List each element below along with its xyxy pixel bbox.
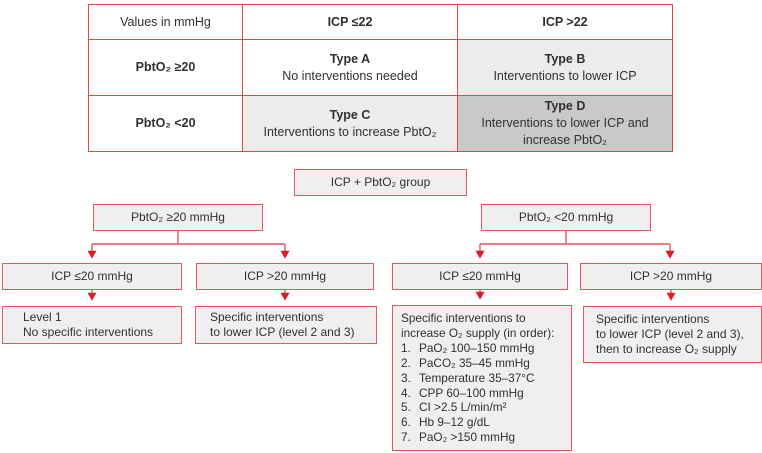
- outcome-a-line1: Level 1: [23, 310, 62, 324]
- item-number: 6.: [401, 415, 411, 430]
- outcome-a-line2: No specific interventions: [23, 325, 154, 339]
- item-text: PaCO₂ 35–45 mmHg: [419, 355, 530, 370]
- flow-branch-pbto2-lt20: PbtO₂ <20 mmHg: [481, 204, 651, 231]
- type-b-title: Type B: [544, 51, 586, 66]
- type-a-title: Type A: [329, 51, 371, 66]
- outcome-c-header2: increase O₂ supply (in order):: [401, 325, 555, 340]
- outcome-d-line1: Specific interventions: [596, 312, 710, 326]
- type-c-title: Type C: [329, 107, 371, 122]
- item-text: PaO₂ >150 mmHg: [419, 430, 516, 445]
- cell-type-b: Type B Interventions to lower ICP: [457, 39, 673, 96]
- outcome-d-line3: then to increase O₂ supply: [596, 342, 737, 356]
- flow-branch-pbto2-ge20: PbtO₂ ≥20 mmHg: [93, 204, 263, 231]
- item-number: 2.: [401, 355, 411, 370]
- outcome-level1-box: Level 1 No specific interventions: [2, 306, 182, 344]
- table-header-row: Values in mmHg ICP ≤22 ICP >22: [88, 4, 673, 40]
- table-header-icp-gt22: ICP >22: [457, 4, 673, 40]
- intervention-item: 3. Temperature 35–37°C: [401, 371, 535, 386]
- table-header-values: Values in mmHg: [88, 4, 243, 40]
- intervention-item: 7. PaO₂ >150 mmHg: [401, 430, 535, 445]
- type-b-desc: Interventions to lower ICP: [493, 68, 637, 83]
- item-number: 3.: [401, 370, 411, 385]
- outcome-lower-icp-box: Specific interventions to lower ICP (lev…: [195, 306, 377, 344]
- item-text: PaO₂ 100–150 mmHg: [419, 340, 535, 355]
- table-row-pbto2-lt20: PbtO₂ <20 Type C Interventions to increa…: [88, 95, 673, 152]
- outcome-b-line2: to lower ICP (level 2 and 3): [210, 325, 355, 339]
- item-text: CI >2.5 L/min/m²: [419, 400, 507, 415]
- intervention-item: 6. Hb 9–12 g/dL: [401, 415, 535, 430]
- row-label-pbto2-lt20: PbtO₂ <20: [88, 95, 243, 152]
- type-d-title: Type D: [544, 99, 586, 113]
- table-row-pbto2-ge20: PbtO₂ ≥20 Type A No interventions needed…: [88, 39, 673, 96]
- flow-node-icp-gt20-left: ICP >20 mmHg: [196, 263, 374, 290]
- outcome-b-line1: Specific interventions: [210, 310, 324, 324]
- type-c-desc: Interventions to increase PbtO₂: [263, 124, 437, 139]
- intervention-item: 4. CPP 60–100 mmHg: [401, 386, 535, 401]
- intervention-item: 2. PaCO₂ 35–45 mmHg: [401, 356, 535, 371]
- flow-node-icp-le20-left: ICP ≤20 mmHg: [2, 263, 182, 290]
- table-header-icp-le22: ICP ≤22: [242, 4, 458, 40]
- cell-type-c: Type C Interventions to increase PbtO₂: [242, 95, 458, 152]
- flow-node-icp-le20-right: ICP ≤20 mmHg: [392, 263, 568, 290]
- intervention-list: 1. PaO₂ 100–150 mmHg 2. PaCO₂ 35–45 mmHg…: [401, 341, 535, 445]
- flow-node-icp-gt20-right: ICP >20 mmHg: [580, 263, 762, 290]
- item-number: 7.: [401, 430, 411, 445]
- flow-root-box: ICP + PbtO₂ group: [294, 169, 467, 196]
- item-text: CPP 60–100 mmHg: [419, 385, 524, 400]
- item-number: 1.: [401, 340, 411, 355]
- cell-type-d: Type D Interventions to lower ICP and in…: [457, 95, 673, 152]
- item-text: Hb 9–12 g/dL: [419, 415, 490, 430]
- item-number: 5.: [401, 400, 411, 415]
- type-d-desc: Interventions to lower ICP and increase …: [481, 116, 649, 147]
- outcome-increase-o2-box: Specific interventions to increase O₂ su…: [392, 305, 572, 451]
- classification-table: Values in mmHg ICP ≤22 ICP >22 PbtO₂ ≥20…: [88, 4, 673, 152]
- intervention-item: 5. CI >2.5 L/min/m²: [401, 400, 535, 415]
- intervention-item: 1. PaO₂ 100–150 mmHg: [401, 341, 535, 356]
- outcome-d-line2: to lower ICP (level 2 and 3),: [596, 327, 744, 341]
- cell-type-a: Type A No interventions needed: [242, 39, 458, 96]
- row-label-pbto2-ge20: PbtO₂ ≥20: [88, 39, 243, 96]
- outcome-c-header1: Specific interventions to: [401, 311, 526, 325]
- item-text: Temperature 35–37°C: [419, 370, 535, 385]
- type-a-desc: No interventions needed: [282, 68, 418, 83]
- outcome-lower-icp-then-o2-box: Specific interventions to lower ICP (lev…: [583, 306, 762, 363]
- item-number: 4.: [401, 385, 411, 400]
